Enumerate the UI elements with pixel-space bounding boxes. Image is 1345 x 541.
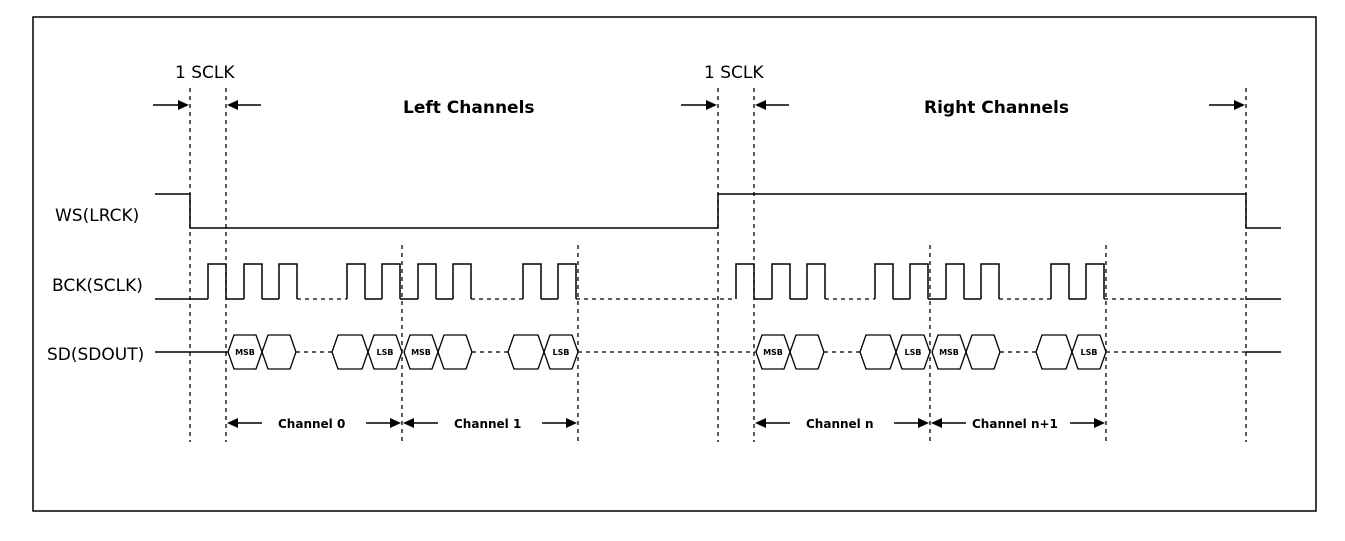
ws-label: WS(LRCK) (55, 206, 139, 226)
chn-msb-text: MSB (763, 348, 783, 357)
bck-waveform (155, 263, 1281, 300)
bck-pulse (207, 263, 227, 299)
bck-pulse (945, 263, 965, 299)
diagram-frame (32, 16, 1317, 512)
bck-pulse (980, 263, 1000, 299)
ch0-lsb (367, 334, 403, 370)
bck-pulse (909, 263, 929, 299)
chn-lsb-text: LSB (905, 348, 922, 357)
sd-label: SD(SDOUT) (47, 345, 144, 365)
ch0-bit2 (331, 334, 369, 370)
chn1-bit (965, 334, 1001, 370)
bck-pulse (771, 263, 791, 299)
bck-pulse (381, 263, 401, 299)
right-channels-title: Right Channels (924, 98, 1069, 118)
ws-line (155, 193, 1281, 229)
sclk-label-right: 1 SCLK (704, 63, 764, 83)
left-channels-title: Left Channels (403, 98, 535, 118)
ch0-arrow-left-head (227, 418, 238, 428)
top-arrow-2-head (227, 100, 238, 110)
ch0-bit (261, 334, 297, 370)
vertical-guides (189, 88, 1247, 442)
chn1-msb-text: MSB (939, 348, 959, 357)
bck-pulse (243, 263, 263, 299)
chn1-bit2 (1035, 334, 1073, 370)
bck-pulse (874, 263, 894, 299)
channel-1-label: Channel 1 (454, 417, 521, 431)
bck-pulse (278, 263, 298, 299)
chn1-lsb-text: LSB (1081, 348, 1098, 357)
chn1-arrow-right-head (1094, 418, 1105, 428)
bck-pulse (522, 263, 542, 299)
channel-0-label: Channel 0 (278, 417, 345, 431)
chn-arrow-right-head (918, 418, 929, 428)
ch1-arrow-right-head (566, 418, 577, 428)
bck-pulse (417, 263, 437, 299)
top-arrow-4-head (755, 100, 766, 110)
arrows (153, 100, 1245, 428)
ws-waveform (155, 193, 1281, 229)
bck-pulse (1085, 263, 1105, 299)
ch1-msb-text: MSB (411, 348, 431, 357)
top-arrow-1-head (178, 100, 189, 110)
chn-bit2 (859, 334, 897, 370)
ch0-arrow-right-head (390, 418, 401, 428)
bck-pulse (557, 263, 577, 299)
ch1-lsb-text: LSB (553, 348, 570, 357)
bck-pulse (346, 263, 366, 299)
bck-pulse (1050, 263, 1070, 299)
ch1-bit (437, 334, 473, 370)
bck-pulse (806, 263, 826, 299)
bck-pulse (452, 263, 472, 299)
top-arrow-3-head (706, 100, 717, 110)
channel-n1-label: Channel n+1 (972, 417, 1058, 431)
ch0-lsb-text: LSB (377, 348, 394, 357)
chn-lsb (895, 334, 931, 370)
top-arrow-5-head (1234, 100, 1245, 110)
bck-pulse (735, 263, 755, 299)
ch0-msb-text: MSB (235, 348, 255, 357)
bck-label: BCK(SCLK) (52, 276, 143, 296)
chn-arrow-left-head (755, 418, 766, 428)
chn1-arrow-left-head (931, 418, 942, 428)
channel-n-label: Channel n (806, 417, 874, 431)
chn-bit (789, 334, 825, 370)
ch1-bit2 (507, 334, 545, 370)
ch1-arrow-left-head (403, 418, 414, 428)
sclk-label-left: 1 SCLK (175, 63, 235, 83)
sd-waveform: MSB LSB MSB LSB MSB LSB MSB LSB (155, 334, 1281, 370)
